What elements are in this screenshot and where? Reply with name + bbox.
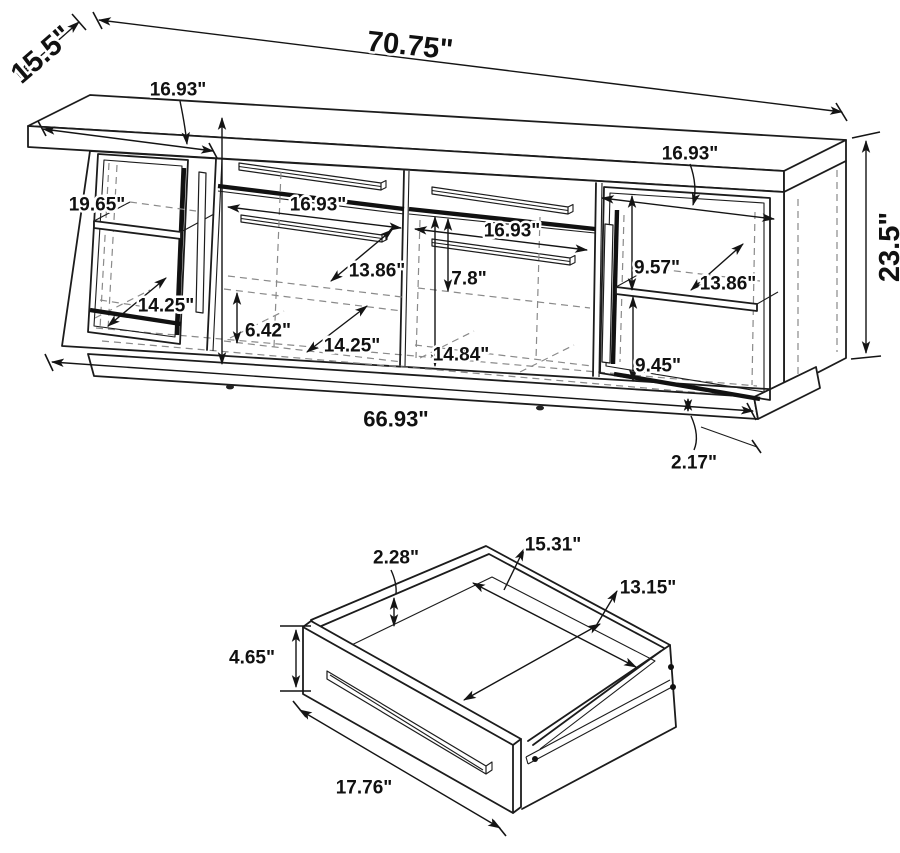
dim-right-upper-gap: 9.57" <box>627 194 683 292</box>
dim-center-left-floor-depth: 14.25" <box>306 305 383 359</box>
dim-left-door-width: 16.93" <box>37 77 218 159</box>
console-diagram: 15.5" 70.75" 16.93" 19.65" 14.25" 16.93" <box>3 11 900 476</box>
dim-right-door-width: 16.93" <box>600 141 776 222</box>
foot <box>226 384 234 390</box>
dim-label-rail-gap: 2.28" <box>373 548 419 569</box>
dim-label-center-left-door-width: 16.93" <box>290 195 347 216</box>
dim-label-front-height: 4.65" <box>229 648 275 669</box>
dim-toe-kick-height: 2.17" <box>669 397 762 476</box>
dim-rail-gap: 2.28" <box>371 545 422 628</box>
dim-label-center-right-door-width: 16.93" <box>484 221 541 242</box>
dim-center-left-shelf-gap: 6.42" <box>232 291 294 345</box>
foot <box>536 405 544 411</box>
dim-label-interior-width: 15.31" <box>525 535 582 556</box>
dim-center-right-top-gap: 7.8" <box>443 217 489 293</box>
dim-label-interior-depth: 13.15" <box>620 578 677 599</box>
screw <box>670 684 676 690</box>
dim-label-left-door-width: 16.93" <box>150 80 207 101</box>
dim-center-left-door-width: 16.93" <box>226 192 403 231</box>
dim-label-center-right-interior-height: 14.84" <box>433 345 490 366</box>
console-right-side-panel <box>783 160 847 391</box>
dim-front-width: 17.76" <box>292 700 507 837</box>
dim-front-height: 4.65" <box>227 625 311 692</box>
dim-label-left-shelf-depth: 14.25" <box>138 296 195 317</box>
dim-label-front-width: 17.76" <box>336 778 393 799</box>
dim-center-left-shelf-diagonal: 13.86" <box>330 229 408 284</box>
dim-label-toe-kick-height: 2.17" <box>671 453 717 474</box>
dim-base-width: 66.93" <box>44 353 757 434</box>
door-handle <box>195 171 207 314</box>
dim-left-shelf-depth: 14.25" <box>107 277 197 327</box>
dim-label-center-left-shelf-gap: 6.42" <box>245 321 291 342</box>
dim-label-right-door-width: 16.93" <box>662 144 719 165</box>
dim-label-center-right-top-gap: 7.8" <box>451 269 486 290</box>
dim-overall-height: 23.5" <box>850 131 900 360</box>
dim-left-interior-height: 19.65" <box>66 116 227 366</box>
dim-interior-depth: 13.15" <box>463 575 679 701</box>
dim-label-depth: 15.5" <box>5 20 79 90</box>
dim-label-right-shelf-depth: 13.86" <box>700 274 757 295</box>
dim-label-overall-width: 70.75" <box>365 26 454 67</box>
dim-label-base-width: 66.93" <box>363 407 428 432</box>
dim-interior-width: 15.31" <box>472 532 637 668</box>
dim-label-right-upper-gap: 9.57" <box>634 258 680 279</box>
screw <box>532 756 538 762</box>
dim-right-shelf-depth: 13.86" <box>690 243 759 297</box>
dim-label-center-left-shelf-diagonal: 13.86" <box>349 261 406 282</box>
dim-depth: 15.5" <box>3 13 87 93</box>
drawer-diagram: 2.28" 15.31" 13.15" 4.65" 17.76" <box>227 532 679 837</box>
dim-center-right-door-width: 16.93" <box>413 218 589 253</box>
dim-label-right-lower-gap: 9.45" <box>635 356 681 377</box>
dim-label-center-left-floor-depth: 14.25" <box>324 336 381 357</box>
screw <box>668 664 674 670</box>
dim-label-left-interior-height: 19.65" <box>69 195 126 216</box>
dim-label-overall-height: 23.5" <box>874 212 900 282</box>
